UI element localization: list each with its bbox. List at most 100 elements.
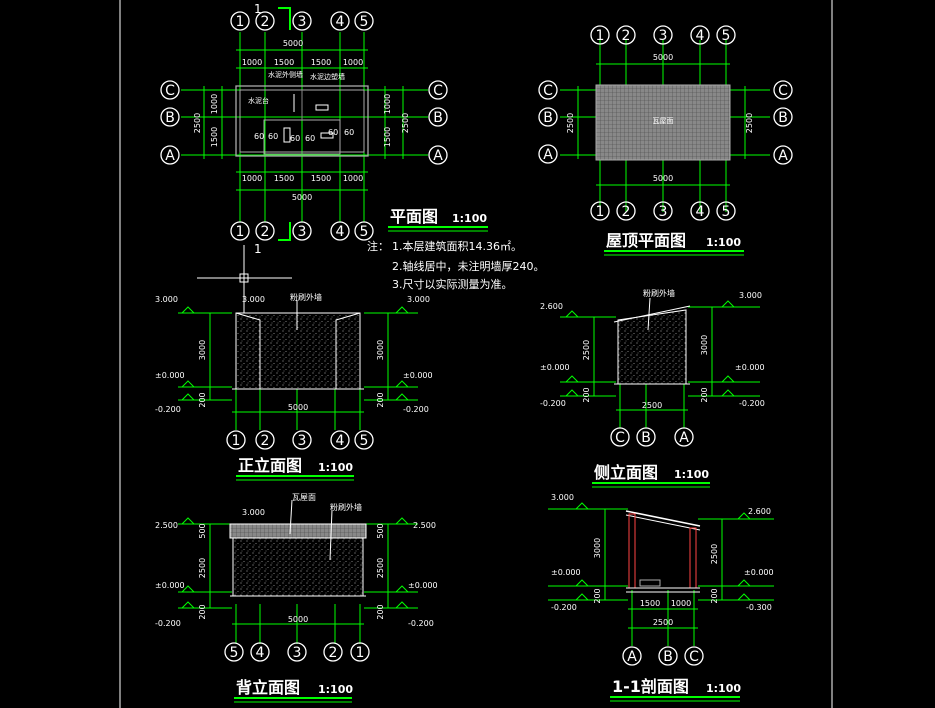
front-axis-label-circle xyxy=(292,430,312,450)
plan-dim-bottom-part: 1000 xyxy=(343,174,363,183)
side-axis-label-circle xyxy=(674,427,694,447)
notes-block: 注： 1.本层建筑面积14.36㎡。 2.轴线居中，未注明墙厚240。 3.尺寸… xyxy=(367,239,545,291)
plan-title: 平面图 xyxy=(390,207,438,226)
back-axis-label-circle xyxy=(323,642,343,662)
plan-axis-top-label: 2 xyxy=(261,14,270,30)
back-axis-label-circle xyxy=(350,642,370,662)
plan-dim-right-total: 2500 xyxy=(401,113,410,133)
front-axis-label: 1 xyxy=(232,433,241,449)
section-axis-label: A xyxy=(627,649,637,665)
side-elev-bottom: -0.200 xyxy=(540,399,566,408)
roof-axis-top-label: 4 xyxy=(696,28,705,44)
front-axis-label-circle xyxy=(255,430,275,450)
back-axis-label-circle xyxy=(250,642,270,662)
back-axis-label: 3 xyxy=(293,645,302,661)
back-dim-base: 200 xyxy=(198,604,207,619)
back-elev-zero: ±0.000 xyxy=(155,581,185,590)
plan-dim-bottom-total: 5000 xyxy=(292,193,312,202)
roof-axis-top-label-circle xyxy=(590,25,610,45)
plan-dim-top-part: 1500 xyxy=(274,58,294,67)
side-elev-left-top: 2.600 xyxy=(540,302,563,311)
note-item: 2.轴线居中，未注明墙厚240。 xyxy=(392,259,545,273)
roof-axis-top-label: 2 xyxy=(622,28,631,44)
roof-axis-top-label: 3 xyxy=(659,28,668,44)
roof-title: 屋顶平面图 xyxy=(606,231,686,250)
back-axis-label: 2 xyxy=(329,645,338,661)
plan-axis-bottom-label: 3 xyxy=(298,224,307,240)
plan-axis-left-label-circle xyxy=(160,107,180,127)
back-dim-h: 2500 xyxy=(198,558,207,578)
plan-room-label: 水泥台 xyxy=(248,96,269,105)
side-axis-label: B xyxy=(641,430,651,446)
plan-axis-top-label-circle xyxy=(292,11,312,31)
roof-axis-right-label: B xyxy=(778,110,788,126)
roof-plan: 瓦屋面 5000 5000 2500 2500 屋顶平面图 1:100 xyxy=(560,40,770,256)
section-axis-label-circle xyxy=(622,646,642,666)
side-scale: 1:100 xyxy=(674,468,709,481)
notes-prefix: 注： xyxy=(367,239,389,253)
back-dim-roof2: 500 xyxy=(376,523,385,538)
plan-small-dim: 60 xyxy=(290,134,300,143)
back-elev-top: 3.000 xyxy=(242,508,265,517)
plan-axis-bottom-label-circle xyxy=(255,221,275,241)
roof-axis-left-label-circle xyxy=(538,107,558,127)
plan-axis-left-label-circle xyxy=(160,145,180,165)
plan-axis-top-label-circle xyxy=(230,11,250,31)
front-elev-top: 3.000 xyxy=(242,295,265,304)
plan-axis-bottom-label: 2 xyxy=(261,224,270,240)
plan-axis-bottom-label-circle xyxy=(230,221,250,241)
plan-dim-top-total: 5000 xyxy=(283,39,303,48)
plan-axis-left-label: B xyxy=(165,110,175,126)
section-dim-base: 200 xyxy=(593,588,602,603)
back-scale: 1:100 xyxy=(318,683,353,696)
front-axis-label: 5 xyxy=(360,433,369,449)
section-dim-base2: 200 xyxy=(710,588,719,603)
front-elev-bottom: -0.200 xyxy=(155,405,181,414)
roof-axis-left-label: C xyxy=(543,83,553,99)
plan-axis-right-label: C xyxy=(433,83,443,99)
section-elev-right-top: 2.600 xyxy=(748,507,771,516)
roof-axis-right-label-circle xyxy=(773,107,793,127)
plan-axis-top-label-circle xyxy=(255,11,275,31)
back-dim-roof: 500 xyxy=(198,523,207,538)
roof-axis-bottom-label-circle xyxy=(653,201,673,221)
side-axis-label: C xyxy=(615,430,625,446)
plan-room-label: 水泥外侧墙 xyxy=(268,70,303,79)
roof-axis-top-label-circle xyxy=(616,25,636,45)
side-elev-right-top: 3.000 xyxy=(739,291,762,300)
roof-axis-top-label-circle xyxy=(716,25,736,45)
note-item: 3.尺寸以实际测量为准。 xyxy=(392,277,513,291)
roof-axis-bottom-label: 1 xyxy=(596,204,605,220)
plan-axis-top-label-circle xyxy=(330,11,350,31)
front-title: 正立面图 xyxy=(238,456,302,475)
back-elev-top: 2.500 xyxy=(155,521,178,530)
roof-axis-bottom-label-circle xyxy=(690,201,710,221)
back-axis-label: 5 xyxy=(230,645,239,661)
plan-dim-bottom-part: 1000 xyxy=(242,174,262,183)
plan-dim-right-part: 1500 xyxy=(383,127,392,147)
section-elev-zero: ±0.000 xyxy=(551,568,581,577)
section-1-1: 3.000 2.600 ±0.000 ±0.000 -0.200 -0.300 … xyxy=(548,493,774,702)
section-dim-part: 1000 xyxy=(671,599,691,608)
section-elev-left-top: 3.000 xyxy=(551,493,574,502)
plan-axis-top-label: 4 xyxy=(336,14,345,30)
roof-axis-top-label-circle xyxy=(653,25,673,45)
back-roof-label: 瓦屋面 xyxy=(292,493,316,502)
side-title: 侧立面图 xyxy=(594,463,658,482)
side-dim-w: 2500 xyxy=(642,401,662,410)
plan-dim-top-part: 1500 xyxy=(311,58,331,67)
roof-axis-bottom-label: 3 xyxy=(659,204,668,220)
roof-dim-right: 2500 xyxy=(745,113,754,133)
front-dim-h: 3000 xyxy=(198,340,207,360)
roof-scale: 1:100 xyxy=(706,236,741,249)
front-elev-zero: ±0.000 xyxy=(155,371,185,380)
roof-axis-right-label: C xyxy=(778,83,788,99)
section-mark-top: 1 xyxy=(254,2,262,16)
back-axis-label-circle xyxy=(287,642,307,662)
plan-dim-top-part: 1000 xyxy=(343,58,363,67)
plan-dim-right-part: 1000 xyxy=(383,94,392,114)
roof-axis-top-label: 5 xyxy=(722,28,731,44)
side-dim-base: 200 xyxy=(582,387,591,402)
floor-plan: 1 1 5000 1000 1500 1500 1000 1000 1500 1… xyxy=(181,2,488,256)
front-axis-label: 3 xyxy=(298,433,307,449)
